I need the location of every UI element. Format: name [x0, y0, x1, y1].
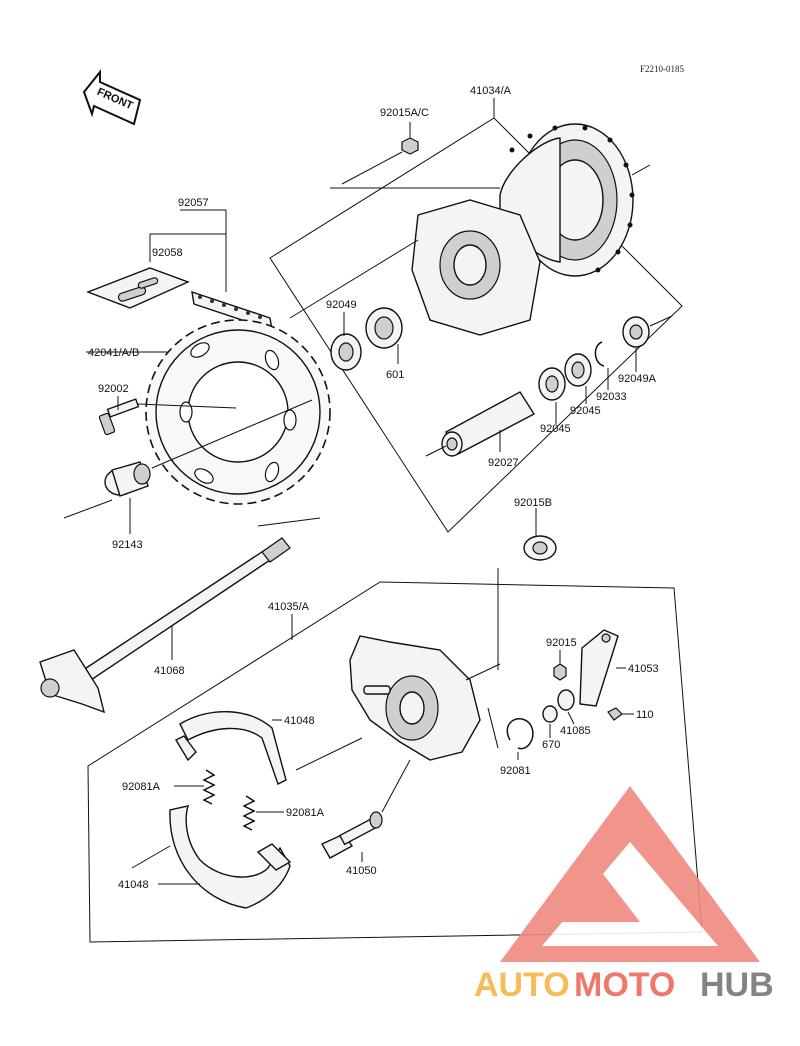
label-spacer: 92027 — [488, 457, 519, 469]
watermark-hub: HUB — [700, 966, 774, 1004]
bolt-icon — [98, 398, 140, 436]
label-circlip: 92033 — [596, 391, 627, 403]
axle — [39, 537, 291, 714]
brake-lever — [579, 629, 619, 707]
label-lever: 41053 — [628, 663, 659, 675]
label-cam: 41050 — [346, 865, 377, 877]
front-arrow-icon: FRONT — [82, 69, 142, 126]
label-axle: 41068 — [154, 665, 185, 677]
bolt-lever-icon — [607, 707, 623, 721]
circlip — [594, 341, 605, 367]
cam-lever — [557, 689, 575, 711]
axle-nut — [523, 535, 557, 561]
bearing-left — [365, 307, 403, 349]
label-collar: 92143 — [112, 539, 143, 551]
nut-icon — [401, 137, 419, 155]
master-link — [86, 267, 190, 309]
wheel-hub — [411, 123, 635, 336]
label-nut-b: 92015B — [514, 497, 552, 509]
label-bearing-right2: 92045 — [570, 405, 601, 417]
label-seal-left: 92049 — [326, 299, 357, 311]
shoe-spring-right — [242, 795, 256, 831]
oil-seal-right — [622, 316, 650, 348]
cam-spring — [506, 718, 534, 750]
label-seal-right: 92049A — [618, 373, 657, 385]
label-washer: 670 — [542, 739, 560, 751]
label-chain: 92057 — [178, 197, 209, 209]
oil-seal-left — [330, 333, 362, 371]
brake-panel-frame — [87, 581, 703, 943]
diagram-code: F2210-0185 — [640, 64, 685, 74]
watermark-auto: AUTO — [474, 966, 570, 1004]
washer — [542, 705, 558, 723]
label-bearing-left: 601 — [386, 369, 404, 381]
lever-nut-icon — [553, 663, 567, 681]
label-shoe-bottom: 41048 — [118, 879, 149, 891]
collar — [104, 461, 151, 497]
bearing-right-2 — [564, 353, 592, 387]
label-panel-assy: 41035/A — [268, 601, 310, 613]
label-hub-assy: 41034/A — [470, 85, 512, 97]
label-cam-lever: 41085 — [560, 725, 591, 737]
watermark-moto: MOTO — [574, 966, 675, 1004]
label-nut-top: 92015A/C — [380, 107, 429, 119]
label-sprocket: 42041/A/B — [88, 347, 139, 359]
label-spring-cam: 92081 — [500, 765, 531, 777]
automotohub-logo: AUTO MOTO HUB — [474, 786, 774, 1004]
label-shoe-top: 41048 — [284, 715, 315, 727]
label-bearing-right: 92045 — [540, 423, 571, 435]
label-bolt-lever: 110 — [636, 709, 654, 721]
rear-sprocket — [145, 319, 331, 505]
brake-panel — [349, 635, 481, 761]
shoe-spring-left — [202, 769, 216, 805]
hub-assembly-frame — [269, 117, 683, 533]
label-bolt: 92002 — [98, 383, 129, 395]
brake-shoe-bottom — [169, 805, 292, 909]
brake-cam — [321, 811, 383, 859]
label-spring-right: 92081A — [286, 807, 325, 819]
label-nut-lever: 92015 — [546, 637, 577, 649]
label-spring-left: 92081A — [122, 781, 161, 793]
spacer — [441, 391, 535, 457]
bearing-right — [538, 367, 566, 401]
brake-shoe-top — [175, 710, 287, 785]
label-master-link: 92058 — [152, 247, 183, 259]
